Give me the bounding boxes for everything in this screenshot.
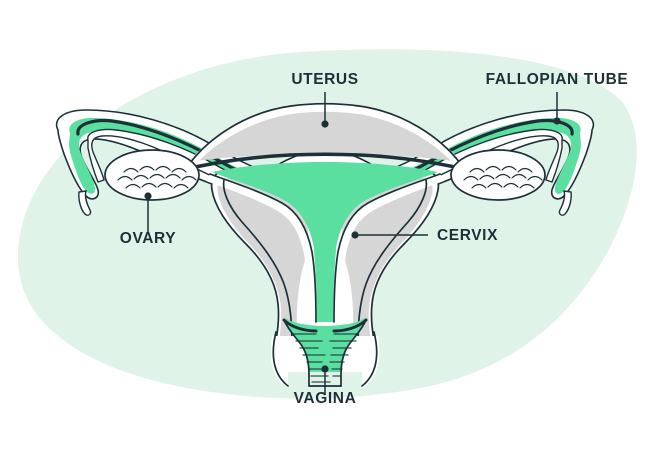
- vaginal-canal-body: [284, 320, 366, 372]
- label-uterus[interactable]: UTERUS: [291, 71, 358, 128]
- uterus-label-text: UTERUS: [291, 71, 358, 88]
- right-ovary: [450, 149, 546, 201]
- left-ovary: [104, 149, 200, 201]
- vagina-leader-dot: [321, 365, 329, 373]
- label-ovary[interactable]: OVARY: [120, 192, 176, 247]
- endometrium-lining-left: [206, 174, 315, 300]
- left-ovary-follicles: [117, 165, 197, 189]
- uterus-wall-inner-outline: [222, 179, 428, 347]
- cervical-canal: [314, 242, 336, 322]
- vagina-inner-outline: [283, 319, 367, 387]
- uterus-fundus-base-band: [176, 152, 474, 173]
- fallopian-tube-leader-dot: [553, 117, 561, 125]
- label-vagina[interactable]: VAGINA: [294, 365, 357, 407]
- uterus-fundus-rim: [188, 104, 462, 164]
- cervix-label-text: CERVIX: [437, 227, 498, 244]
- cervix-leader-dot: [351, 231, 359, 239]
- label-fallopian-tube[interactable]: FALLOPIAN TUBE: [486, 71, 629, 125]
- ovary-label-text: OVARY: [120, 230, 176, 247]
- endometrium-lining-right: [335, 174, 444, 300]
- vagina-label-text: VAGINA: [294, 390, 357, 407]
- ovary-leader-dot: [144, 192, 152, 200]
- left-fimbria: [78, 190, 92, 216]
- vaginal-rugae: [291, 333, 359, 383]
- fallopian-tube-label-text: FALLOPIAN TUBE: [486, 71, 629, 88]
- vaginal-fornix-arcs: [282, 318, 368, 333]
- endometrium-outline: [209, 173, 441, 323]
- uterus-fundus-myometrium: [196, 109, 454, 161]
- endometrial-cavity: [212, 162, 438, 292]
- uterus-leader-dot: [321, 120, 329, 128]
- label-cervix[interactable]: CERVIX: [351, 227, 498, 244]
- vagina-walls-outline: [272, 331, 378, 387]
- right-fimbria: [558, 190, 572, 216]
- right-ovary-follicles: [463, 165, 543, 189]
